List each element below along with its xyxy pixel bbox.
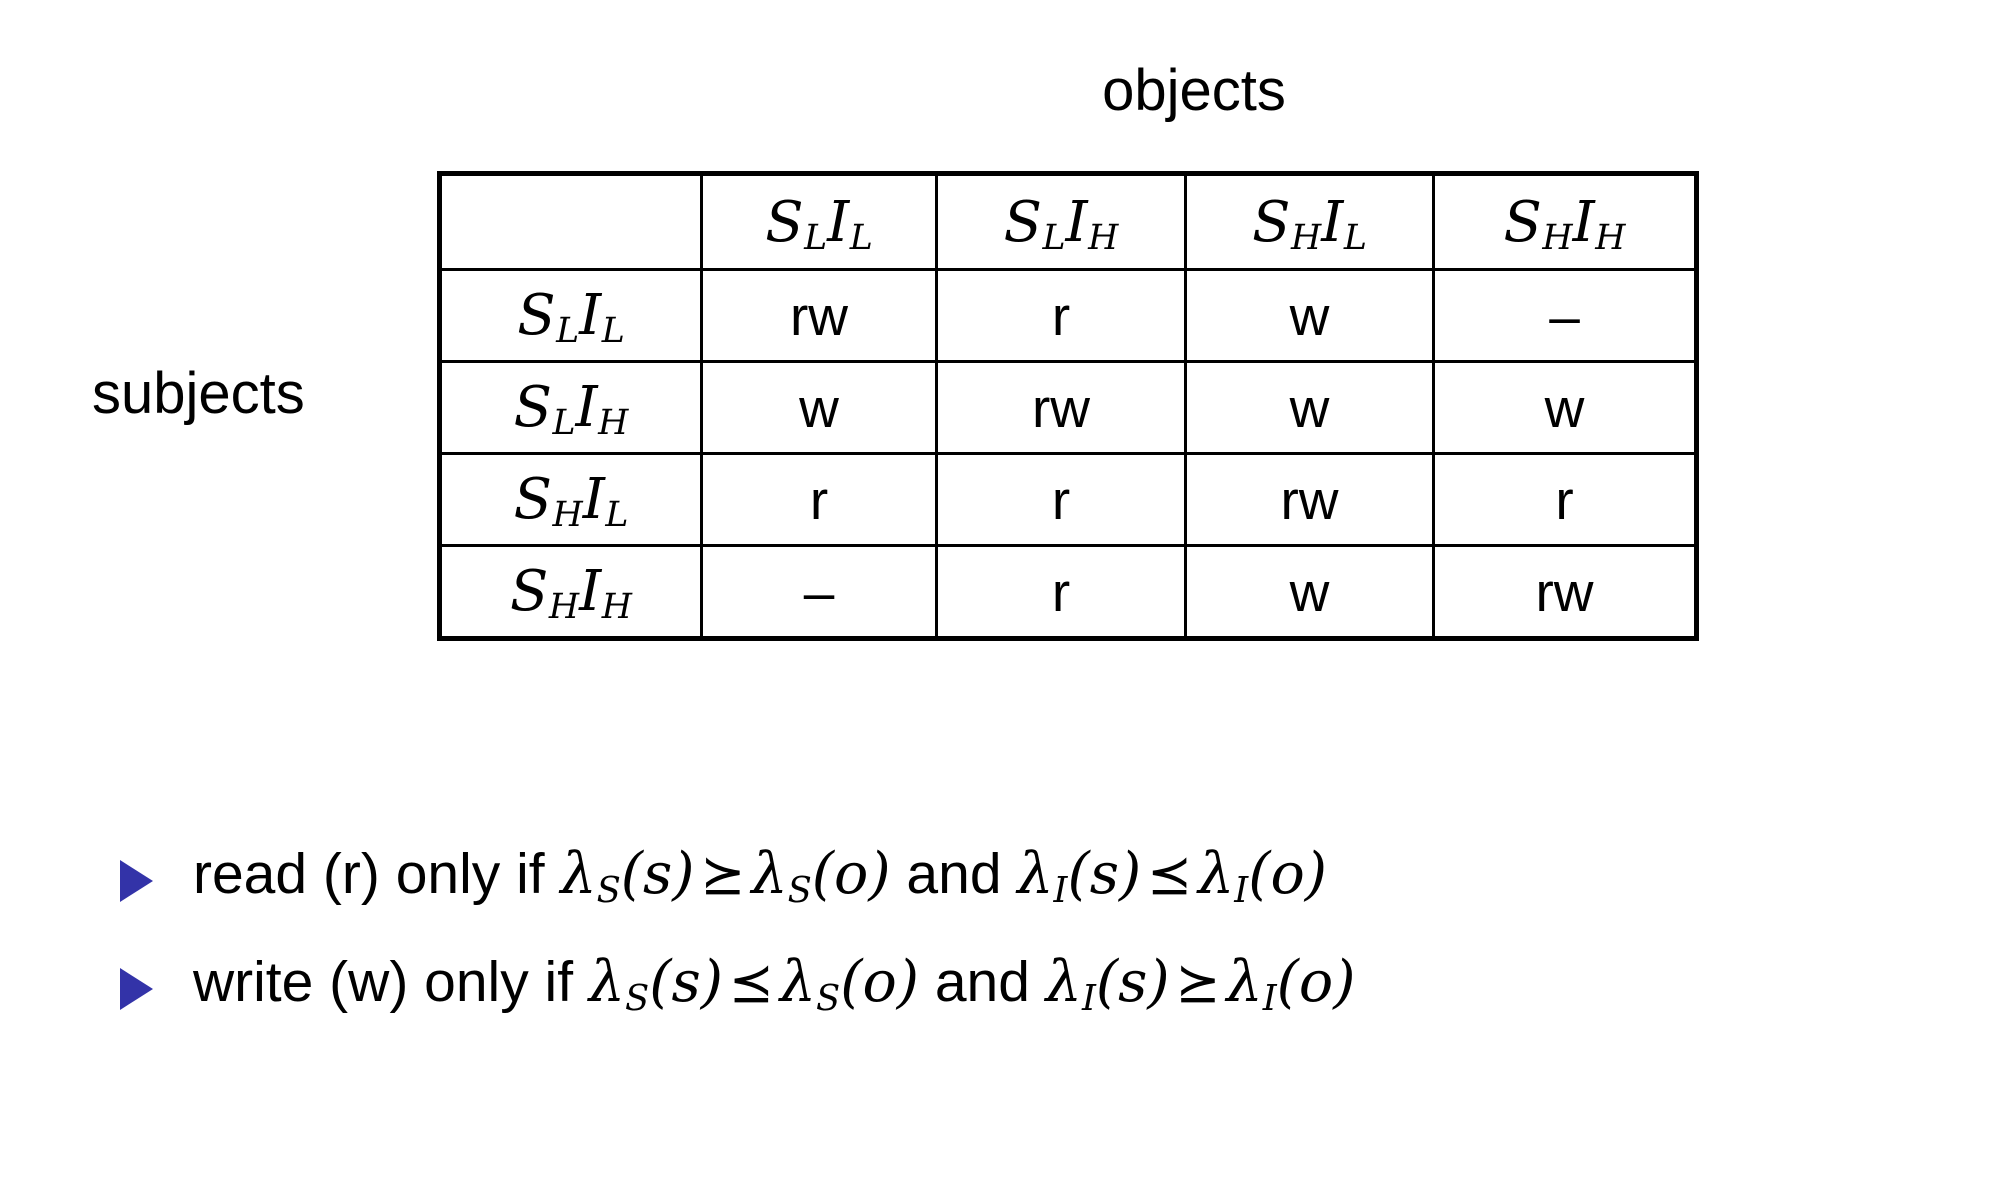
triangle-right-icon [120,968,153,1010]
list-item: read (r) only if λS(s)⪰λS(o) and λI(s)⪯λ… [120,838,1950,916]
column-header-1-label: SLIH [1003,189,1119,258]
cell-2-0: r [700,452,938,547]
cell-1-3: w [1432,360,1698,455]
table-row: SHIL r r rw r [438,452,1698,547]
table-header-row: SLIL SLIH SHIL SHIH [439,172,1698,271]
cell-0-2: w [1184,268,1435,363]
column-header-1: SLIH [935,172,1187,271]
cell-0-1: r [935,268,1187,363]
cell-2-2: rw [1184,452,1435,547]
cell-3-3: rw [1432,544,1698,640]
column-header-3-label: SHIH [1503,189,1626,258]
matrix-corner-cell [439,173,703,271]
cell-3-1: r [935,544,1187,640]
cell-0-0: rw [700,268,938,363]
row-header-1-label: SLIH [513,375,629,444]
row-header-0: SLIL [438,268,703,363]
row-header-1: SLIH [438,360,703,455]
triangle-right-icon [120,860,153,902]
row-header-0-label: SLIL [517,283,625,352]
table-row: SLIH w rw w w [438,360,1698,455]
subjects-axis-label: subjects [92,361,305,426]
cell-2-1: r [935,452,1187,547]
cell-3-0: – [700,544,938,640]
row-header-3: SHIH [438,544,703,640]
column-header-2-label: SHIL [1252,189,1367,258]
cell-1-0: w [700,360,938,455]
objects-axis-label: objects [1102,58,1286,123]
column-header-0-label: SLIL [765,189,873,258]
row-header-3-label: SHIH [509,559,633,628]
cell-2-3: r [1432,452,1698,547]
list-item: write (w) only if λS(s)⪯λS(o) and λI(s)⪰… [120,946,1950,1024]
cell-3-2: w [1184,544,1435,640]
access-matrix-wrapper: SLIL SLIH SHIL SHIH SLIL [437,171,1699,641]
row-header-2: SHIL [438,452,703,547]
column-header-0: SLIL [700,172,938,271]
column-header-3: SHIH [1432,172,1698,271]
cell-1-1: rw [935,360,1187,455]
table-row: SHIH – r w rw [438,544,1698,640]
column-header-2: SHIL [1184,172,1435,271]
table-row: SLIL rw r w – [438,268,1698,363]
access-control-matrix: SLIL SLIH SHIL SHIH SLIL [437,171,1699,641]
rules-list: read (r) only if λS(s)⪰λS(o) and λI(s)⪯λ… [120,838,1950,1054]
cell-0-3: – [1432,268,1698,363]
cell-1-2: w [1184,360,1435,455]
read-rule-text: read (r) only if λS(s)⪰λS(o) and λI(s)⪯λ… [193,841,1328,912]
write-rule-text: write (w) only if λS(s)⪯λS(o) and λI(s)⪰… [193,949,1356,1020]
row-header-2-label: SHIL [513,467,629,536]
